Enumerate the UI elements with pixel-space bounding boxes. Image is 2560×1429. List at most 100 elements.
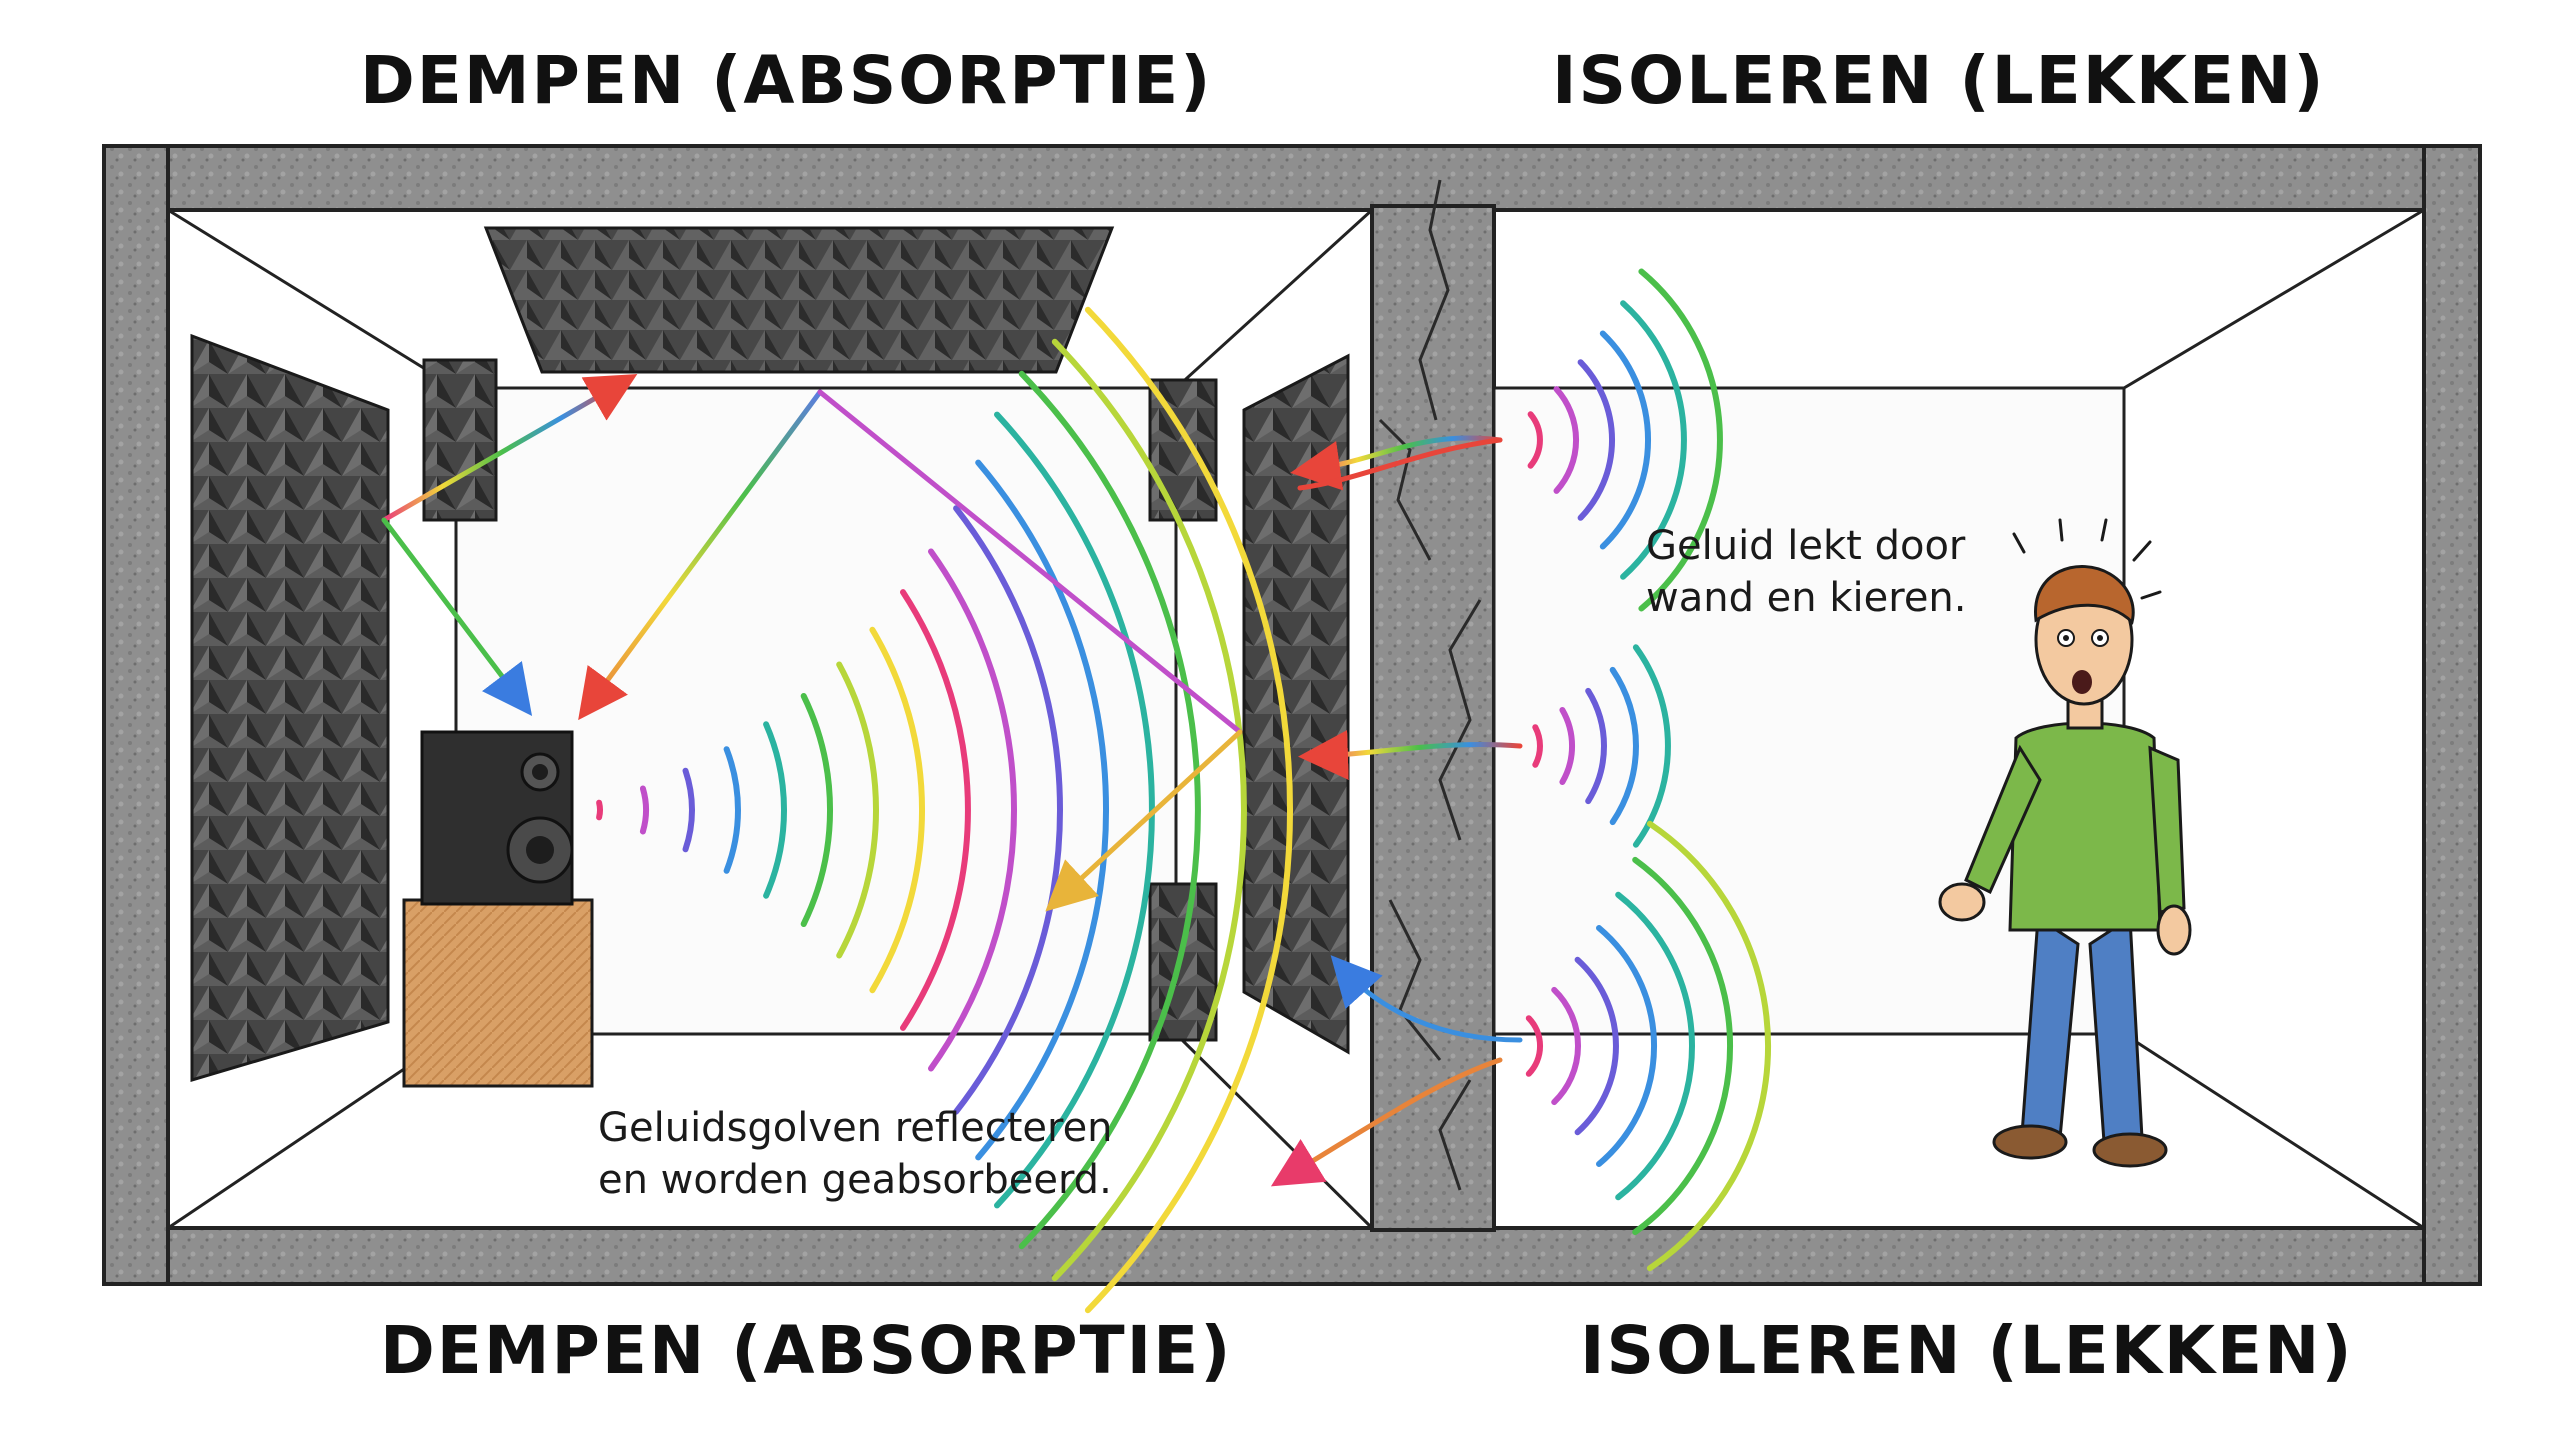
person-hand-left bbox=[1938, 882, 1986, 922]
person-shoe-right bbox=[2092, 1132, 2168, 1168]
heading-top-left: DEMPEN (ABSORPTIE) bbox=[360, 42, 1213, 119]
reflection-arrows bbox=[381, 374, 1243, 912]
foam-panel-right-wall bbox=[1242, 353, 1350, 1055]
foam-panel-left-wall bbox=[190, 333, 390, 1083]
wall-crack-5 bbox=[1438, 1079, 1472, 1191]
person-arm-left bbox=[1964, 744, 2042, 895]
speaker-wave-arc bbox=[639, 785, 649, 835]
leak-arrow-3 bbox=[1298, 730, 1523, 781]
leak-wave-arc bbox=[1527, 411, 1543, 469]
caption-left: Geluidsgolven reflecteren en worden geab… bbox=[598, 1102, 1113, 1206]
speaker-wave-arc bbox=[800, 693, 834, 927]
person-shoe-left bbox=[1992, 1124, 2068, 1160]
speaker-wave-arc bbox=[953, 505, 1063, 1115]
leak-arrow-2 bbox=[1297, 437, 1503, 491]
left-sound-waves bbox=[596, 306, 1294, 1314]
leak-arrow-1 bbox=[1290, 435, 1503, 491]
leak-wave-arc bbox=[1551, 986, 1582, 1106]
bass-trap-back-left bbox=[422, 358, 498, 522]
left-perspective-tl bbox=[167, 208, 457, 390]
person-hair bbox=[2034, 565, 2135, 625]
caption-right-line-1: Geluid lekt door bbox=[1646, 523, 1966, 569]
speaker bbox=[402, 730, 594, 1088]
right-perspective-tr bbox=[2123, 208, 2425, 390]
reflection-arrow-5 bbox=[1045, 729, 1243, 912]
surprise-line-3 bbox=[2100, 518, 2108, 542]
wall-crack-4 bbox=[1388, 899, 1442, 1061]
speaker-wave-arc bbox=[723, 746, 741, 874]
reflection-arrow-3 bbox=[578, 389, 823, 721]
caption-left-line-2: en worden geabsorbeerd. bbox=[598, 1157, 1112, 1203]
dividing-wall bbox=[1370, 204, 1496, 1232]
wall-crack-2 bbox=[1378, 418, 1432, 561]
surprise-line-4 bbox=[2132, 540, 2152, 562]
leak-wave-arc bbox=[1596, 925, 1658, 1167]
left-room bbox=[166, 208, 1374, 1314]
leak-arrow-5 bbox=[1270, 1057, 1503, 1187]
speaker-wave-arc bbox=[869, 626, 925, 994]
outer-wall-right bbox=[2422, 144, 2482, 1286]
speaker-wave-arc bbox=[1084, 306, 1294, 1314]
reflection-arrow-4 bbox=[817, 389, 1243, 735]
wall-crack-3 bbox=[1438, 599, 1482, 841]
right-perspective-br bbox=[2123, 1032, 2425, 1230]
surprise-line-2 bbox=[2058, 518, 2064, 542]
outer-wall-bottom bbox=[102, 1226, 2482, 1286]
person-pupil-left bbox=[2063, 635, 2069, 641]
person-pupil-right bbox=[2097, 635, 2103, 641]
speaker-stand bbox=[402, 898, 594, 1088]
heading-top-right: ISOLEREN (LEKKEN) bbox=[1552, 42, 2326, 119]
outer-wall-top bbox=[102, 144, 2482, 212]
speaker-wave-arc bbox=[763, 721, 787, 899]
leak-wave-arc bbox=[1638, 268, 1723, 612]
reflection-arrow-2 bbox=[381, 517, 533, 716]
leak-wave-arc bbox=[1615, 891, 1695, 1201]
speaker-wave-arc bbox=[975, 459, 1110, 1161]
speaker-wave-arc bbox=[900, 589, 971, 1031]
leak-arrow-4 bbox=[1330, 955, 1523, 1043]
leak-wave-arc bbox=[1646, 820, 1771, 1272]
leak-wave-arc bbox=[1559, 707, 1575, 785]
leak-arrows bbox=[1270, 435, 1523, 1187]
reflection-arrow-1 bbox=[381, 374, 638, 523]
speaker-wave-arc bbox=[682, 767, 695, 853]
outer-wall-left bbox=[102, 144, 170, 1286]
caption-left-line-1: Geluidsgolven reflecteren bbox=[598, 1105, 1113, 1151]
caption-right: Geluid lekt door wand en kieren. bbox=[1646, 520, 1967, 624]
right-room-back-wall bbox=[1492, 386, 2126, 1036]
leak-wave-arc bbox=[1553, 386, 1580, 494]
leak-wave-arc bbox=[1574, 956, 1619, 1136]
heading-bottom-left: DEMPEN (ABSORPTIE) bbox=[380, 1312, 1233, 1389]
person-arm-right bbox=[2148, 745, 2186, 914]
leak-wave-arc bbox=[1585, 687, 1607, 805]
person-hand-right bbox=[2156, 904, 2192, 956]
building-walls bbox=[102, 144, 2482, 1286]
speaker-wave-arc bbox=[1051, 338, 1247, 1282]
speaker-wave-arc bbox=[928, 548, 1018, 1072]
leaking-sound-waves bbox=[1525, 268, 1771, 1272]
left-perspective-tr bbox=[1174, 208, 1374, 390]
leak-wave-arc bbox=[1577, 359, 1616, 521]
speaker-wave-arc bbox=[596, 799, 603, 821]
leak-wave-arc bbox=[1632, 644, 1671, 848]
speaker-tweeter-core bbox=[532, 764, 548, 780]
leak-wave-arc bbox=[1632, 856, 1733, 1236]
speaker-wave-arc bbox=[1018, 370, 1201, 1250]
speaker-wave-arc bbox=[836, 661, 879, 959]
surprise-line-1 bbox=[2012, 532, 2026, 554]
heading-bottom-right: ISOLEREN (LEKKEN) bbox=[1580, 1312, 2354, 1389]
leak-wave-arc bbox=[1609, 666, 1639, 826]
right-room bbox=[1270, 208, 2426, 1272]
leak-wave-arc bbox=[1620, 300, 1687, 580]
leak-wave-arc bbox=[1532, 724, 1543, 768]
person-torso bbox=[2008, 721, 2162, 932]
foam-panel-ceiling bbox=[483, 226, 1115, 374]
wall-crack-1 bbox=[1418, 179, 1450, 421]
leak-wave-arc bbox=[1599, 330, 1652, 550]
leak-wave-arc bbox=[1525, 1015, 1544, 1077]
speaker-woofer-core bbox=[526, 836, 554, 864]
caption-right-line-2: wand en kieren. bbox=[1646, 575, 1967, 621]
surprised-person bbox=[1938, 518, 2192, 1168]
surprise-line-5 bbox=[2140, 590, 2162, 600]
